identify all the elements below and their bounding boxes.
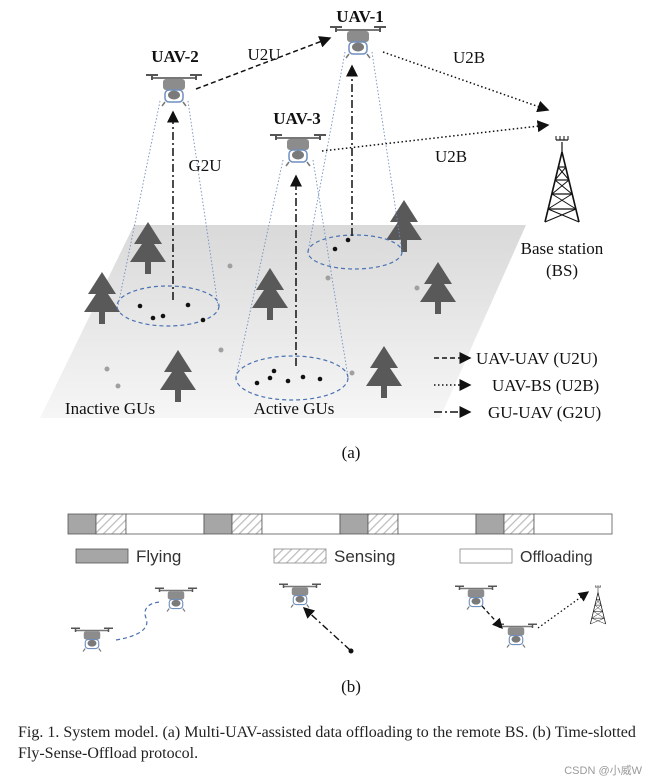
uav-1-label: UAV-1 <box>336 7 384 26</box>
uav-1-drone-icon <box>329 26 387 59</box>
uav-2-drone-icon <box>145 74 203 107</box>
legend-u2u-label: UAV-UAV (U2U) <box>476 349 598 368</box>
inactive-gus-label: Inactive GUs <box>65 399 155 418</box>
coverage-cones <box>117 51 403 378</box>
active-gus-label: Active GUs <box>254 399 335 418</box>
time-slot-bar <box>67 513 613 535</box>
legend-g2u-label: GU-UAV (G2U) <box>488 403 601 422</box>
subfigure-b-label: (b) <box>341 677 361 696</box>
drone-icon <box>154 587 198 613</box>
base-station-abbrev: (BS) <box>546 261 578 280</box>
uav-3-drone-icon <box>269 134 327 167</box>
drone-icon <box>70 627 114 653</box>
u2b-links <box>321 51 550 152</box>
active-gu-dots <box>137 237 351 386</box>
drone-icon <box>278 583 322 609</box>
g2u-label: G2U <box>188 156 221 175</box>
drone-icon <box>454 585 498 611</box>
legend-sensing-label: Sensing <box>334 547 395 566</box>
u2u-label: U2U <box>247 45 280 64</box>
legend-u2b-label: UAV-BS (U2B) <box>492 376 599 395</box>
watermark: CSDN @小威W <box>564 765 642 777</box>
inactive-gu-dots <box>104 263 420 389</box>
base-station-label: Base station <box>521 239 604 258</box>
uav-2-label: UAV-2 <box>151 47 199 66</box>
protocol-legend: Flying Sensing Offloading <box>75 547 593 566</box>
subfigure-a-label: (a) <box>342 443 361 462</box>
offloading-phase-illustration <box>454 584 607 649</box>
coverage-ellipses <box>116 234 403 401</box>
sensing-phase-illustration <box>278 583 354 654</box>
base-station-tower-icon <box>544 135 580 223</box>
u2b-label-top: U2B <box>453 48 485 67</box>
uav-3-label: UAV-3 <box>273 109 321 128</box>
u2b-label-mid: U2B <box>435 147 467 166</box>
g2u-links <box>167 64 358 366</box>
legend-flying-label: Flying <box>136 547 181 566</box>
system-model-figure: UAV-1 UAV-2 UAV-3 U2U U2B U2B G2U Base s… <box>40 7 613 696</box>
legend-offloading-label: Offloading <box>520 549 593 566</box>
ground-plane <box>40 225 526 418</box>
figure-caption: Fig. 1. System model. (a) Multi-UAV-assi… <box>18 724 636 762</box>
flying-phase-illustration <box>70 587 198 653</box>
base-station-tower-icon <box>589 584 607 625</box>
link-legend: UAV-UAV (U2U) UAV-BS (U2B) GU-UAV (G2U) <box>434 349 601 422</box>
